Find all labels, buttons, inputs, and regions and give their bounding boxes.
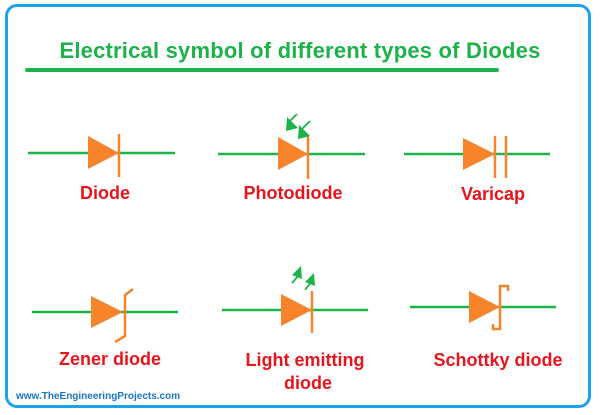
label-diode: Diode [79, 183, 130, 203]
label-schottky-diode: Schottky diode [433, 350, 563, 370]
outgoing-light-arrows-icon [291, 266, 315, 291]
photodiode-symbol [218, 113, 365, 179]
zener-diode-symbol [32, 288, 178, 344]
incoming-light-arrows-icon [286, 113, 311, 139]
diagram-border [5, 4, 591, 408]
label-led-line1: Light emitting [245, 350, 365, 370]
varicap-symbol [404, 136, 550, 178]
standard-diode-symbol [28, 134, 175, 177]
label-photodiode: Photodiode [243, 183, 343, 203]
label-led-line2: diode [284, 373, 332, 393]
schottky-diode-symbol [410, 284, 556, 331]
website-footer: www.TheEngineeringProjects.com [16, 391, 181, 402]
diagram-title: Electrical symbol of different types of … [59, 38, 541, 63]
led-symbol [222, 266, 368, 333]
label-zener-diode: Zener diode [58, 349, 161, 369]
title-underline [25, 68, 499, 72]
label-varicap: Varicap [460, 184, 526, 204]
